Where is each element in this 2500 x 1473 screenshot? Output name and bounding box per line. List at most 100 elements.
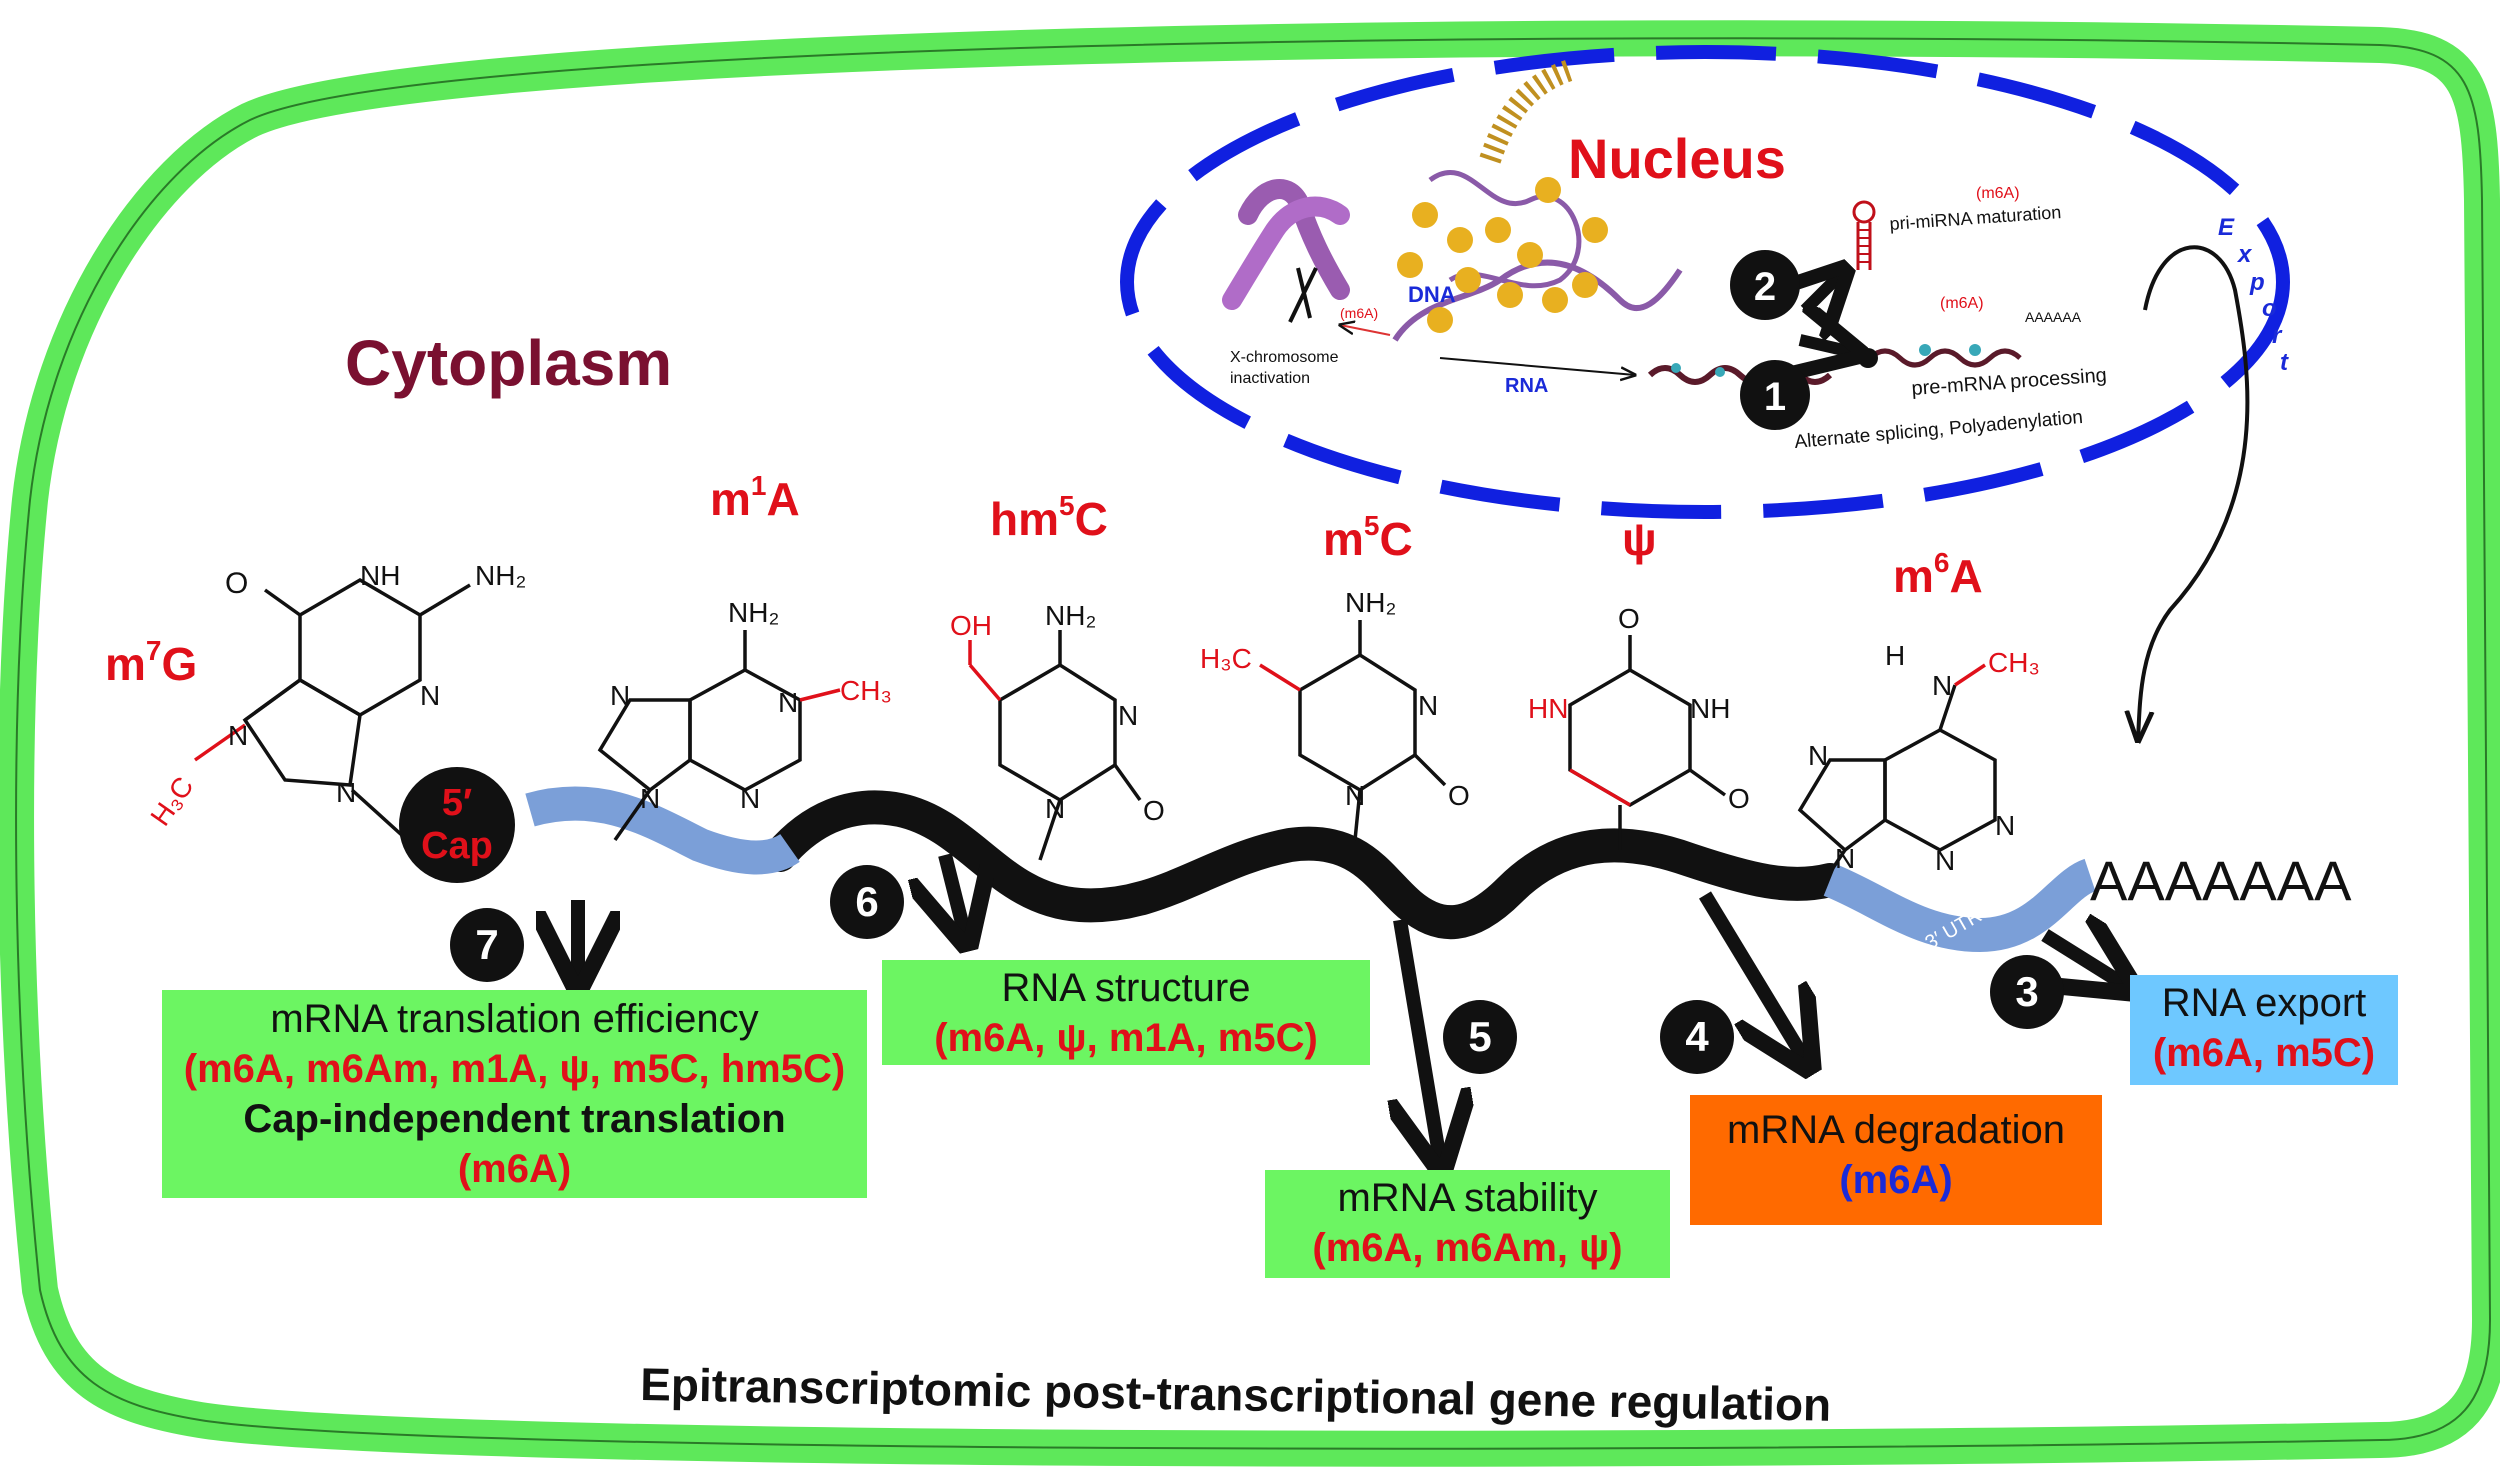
- pri-mirna-hairpin-icon: [1852, 200, 1876, 270]
- pre-mrna-label: pre-mRNA processing: [1911, 364, 2108, 400]
- svg-text:N: N: [228, 720, 248, 751]
- mrna-degradation-box: mRNA degradation (m6A): [1690, 1095, 2102, 1225]
- svg-text:hm5C: hm5C: [990, 490, 1108, 545]
- svg-text:NH: NH: [1690, 693, 1730, 724]
- svg-text:m7G: m7G: [105, 635, 197, 690]
- cds-label: CDS: [1258, 871, 1300, 893]
- cap-independent-mods: (m6A): [457, 1147, 572, 1191]
- svg-text:m1A: m1A: [710, 470, 800, 525]
- step-4-badge: 4: [1660, 1000, 1734, 1074]
- svg-text:N: N: [1995, 810, 2015, 841]
- cap-5prime: 5′ Cap: [399, 767, 515, 883]
- psi-atoms: O HN NH O: [1528, 603, 1750, 814]
- svg-text:t: t: [2280, 349, 2289, 376]
- export-label: Exp ort: [2218, 214, 2289, 376]
- arrow-5: [1400, 918, 1440, 1160]
- svg-text:NH₂: NH₂: [475, 560, 526, 591]
- m6a-structure: [1797, 663, 1997, 881]
- cap-independent-title: Cap-independent translation: [243, 1097, 786, 1141]
- svg-text:m5C: m5C: [1323, 510, 1413, 565]
- pre-mrna-wave: [1868, 348, 2022, 368]
- svg-text:o: o: [2262, 295, 2277, 322]
- x-inactivation-marker: (m6A): [1288, 267, 1391, 336]
- rna-label: RNA: [1505, 375, 1548, 397]
- svg-text:O: O: [1618, 603, 1640, 634]
- step-1-badge: 1: [1740, 360, 1810, 430]
- mod-label-m1a: m1A: [710, 470, 800, 525]
- svg-text:CH₃: CH₃: [1988, 647, 2040, 678]
- svg-text:H₃C: H₃C: [1200, 643, 1252, 674]
- mod-label-m6a: m6A: [1893, 547, 1983, 602]
- export-arrow: [2138, 245, 2250, 740]
- step-6-badge: 6: [830, 865, 904, 939]
- psi-structure: [1568, 635, 1727, 850]
- xchrom-mod-label: (m6A): [1340, 305, 1378, 321]
- svg-text:NH₂: NH₂: [1345, 587, 1396, 618]
- mrna-degradation-mods: (m6A): [1839, 1158, 1953, 1202]
- pri-mirna-mod-label: (m6A): [1976, 185, 2020, 202]
- polya-small: AAAAAA: [2025, 309, 2082, 325]
- svg-text:x: x: [2236, 241, 2253, 268]
- mrna-stability-title: mRNA stability: [1337, 1176, 1598, 1220]
- utr5-segment: [525, 786, 800, 875]
- translation-efficiency-title: mRNA translation efficiency: [270, 997, 759, 1041]
- m1a-structure: [597, 630, 841, 842]
- svg-text:CH₃: CH₃: [840, 675, 892, 706]
- svg-text:O: O: [225, 567, 248, 600]
- cytoplasm-label: Cytoplasm: [345, 327, 672, 399]
- svg-text:N: N: [778, 687, 798, 718]
- arrow-6: [945, 853, 965, 935]
- svg-text:O: O: [1728, 783, 1750, 814]
- step1-arrow: [1800, 340, 1852, 352]
- svg-text:E: E: [2218, 214, 2235, 241]
- svg-text:N: N: [420, 680, 440, 711]
- cell-membrane-outline: [15, 37, 2492, 1450]
- svg-text:N: N: [740, 783, 760, 814]
- step-7-badge: 7: [450, 908, 524, 982]
- dna-label: DNA: [1408, 282, 1456, 307]
- step-5-badge: 5: [1443, 1000, 1517, 1074]
- svg-text:Cap: Cap: [421, 825, 493, 867]
- step2-arrow: [1805, 275, 1840, 310]
- svg-text:N: N: [1418, 690, 1438, 721]
- svg-text:N: N: [1835, 843, 1855, 874]
- polya-tail: AAAAAAA: [2090, 849, 2352, 912]
- step-3-badge: 3: [1990, 955, 2064, 1029]
- svg-text:p: p: [2249, 269, 2265, 296]
- svg-text:O: O: [1448, 780, 1470, 811]
- svg-text:N: N: [610, 680, 630, 711]
- figure-title: Epitranscriptomic post-transcriptional g…: [640, 1358, 1832, 1431]
- translation-efficiency-box: mRNA translation efficiency (m6A, m6Am, …: [162, 990, 867, 1198]
- mod-label-psi: ψ: [1622, 513, 1657, 565]
- rna-export-title: RNA export: [2161, 981, 2367, 1025]
- m1a-atoms: NH₂ N CH₃ N N N: [610, 597, 892, 814]
- svg-text:N: N: [1118, 700, 1138, 731]
- chromosome-icon: [1222, 179, 1350, 310]
- svg-text:H: H: [1885, 640, 1905, 671]
- m5c-atoms: NH₂ H₃C N N O: [1200, 587, 1470, 811]
- m7g-structure: [193, 577, 471, 840]
- svg-text:m6A: m6A: [1893, 547, 1983, 602]
- mrna-stability-box: mRNA stability (m6A, m6Am, ψ): [1265, 1170, 1670, 1278]
- rna-structure-title: RNA structure: [1001, 966, 1251, 1010]
- svg-text:N: N: [336, 777, 356, 808]
- pri-mirna-label: pri-miRNA maturation: [1889, 202, 2062, 234]
- pre-mrna-sub-label: Alternate splicing, Polyadenylation: [1794, 407, 2084, 453]
- svg-text:N: N: [1345, 780, 1365, 811]
- svg-text:N: N: [1935, 845, 1955, 876]
- m5c-structure: [1259, 620, 1447, 841]
- svg-text:N: N: [1045, 793, 1065, 824]
- mod-label-hm5c: hm5C: [990, 490, 1108, 545]
- m6a-atoms: H N CH₃ N N N N: [1808, 640, 2040, 876]
- nucleus-envelope: [1120, 45, 2290, 519]
- rna-structure-box: RNA structure (m6A, ψ, m1A, m5C): [882, 960, 1370, 1065]
- mod-label-m5c: m5C: [1323, 510, 1413, 565]
- svg-text:1: 1: [1764, 375, 1786, 419]
- svg-text:O: O: [1143, 795, 1165, 826]
- mrna-stability-mods: (m6A, m6Am, ψ): [1312, 1226, 1623, 1270]
- svg-text:H₃C: H₃C: [144, 771, 199, 831]
- mrna-cds-backbone: [763, 790, 1847, 940]
- rna-structure-mods: (m6A, ψ, m1A, m5C): [934, 1016, 1318, 1060]
